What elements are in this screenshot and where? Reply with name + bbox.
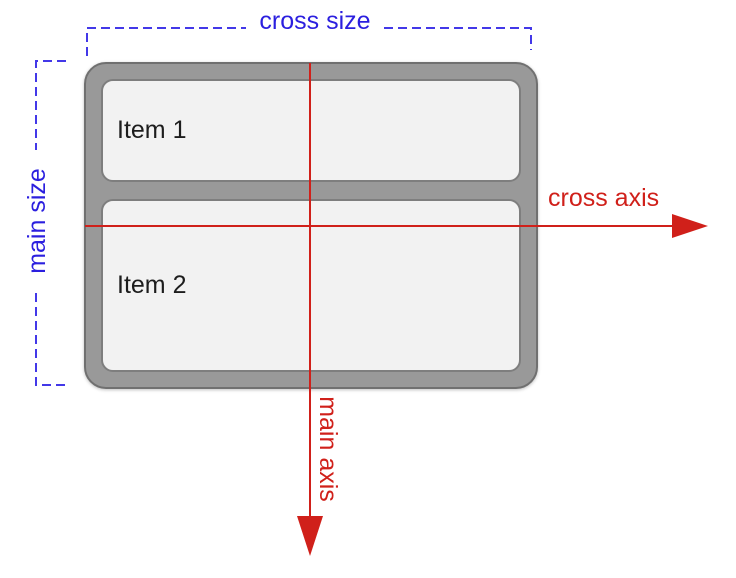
main-size-bracket-top	[35, 60, 66, 150]
main-axis-arrowhead-icon	[297, 516, 323, 556]
cross-size-label: cross size	[259, 7, 371, 35]
flex-item-2-label: Item 2	[117, 271, 187, 299]
flex-container: Item 1 Item 2	[84, 62, 538, 389]
cross-size-bracket-right	[384, 27, 532, 50]
main-size-bracket-bottom	[35, 293, 66, 386]
main-axis-label: main axis	[314, 396, 342, 502]
flex-item-1-label: Item 1	[117, 116, 187, 144]
cross-size-bracket-left	[86, 27, 246, 56]
flex-item-1: Item 1	[101, 79, 521, 182]
cross-axis-arrowhead-icon	[672, 214, 708, 238]
cross-axis-label: cross axis	[548, 184, 660, 212]
main-size-label: main size	[23, 168, 51, 274]
flex-item-2: Item 2	[101, 199, 521, 372]
